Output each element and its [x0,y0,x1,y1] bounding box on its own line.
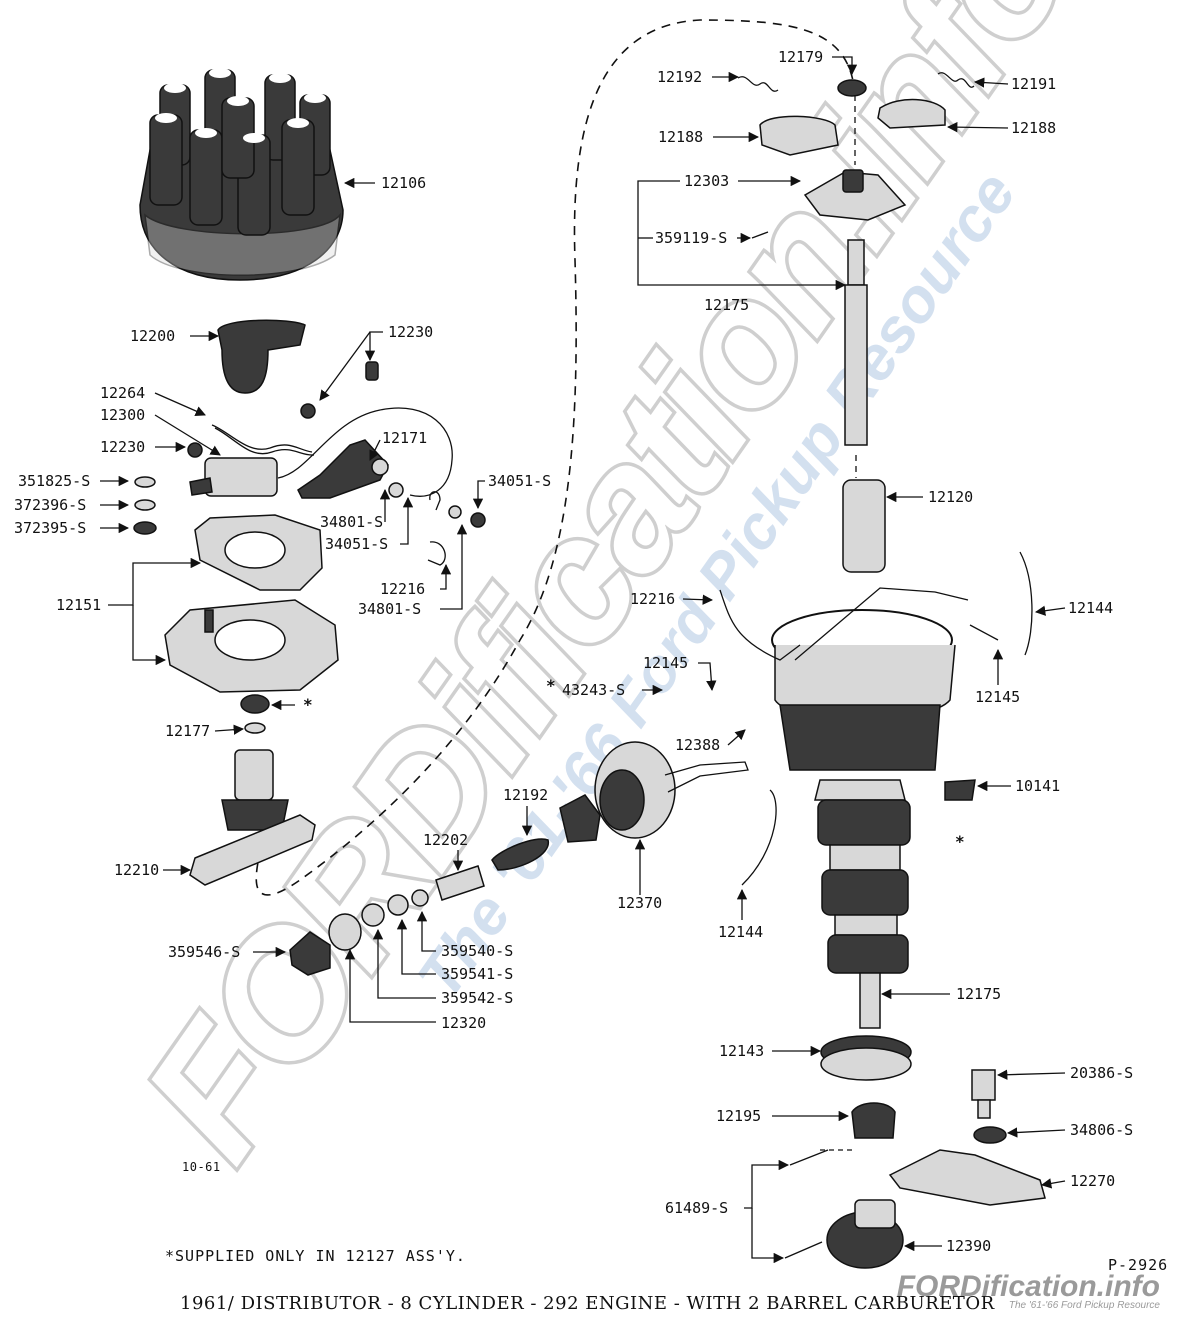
part-label-12177: 12177 [165,722,210,740]
part-label-12171: 12171 [382,429,427,447]
part-label-12188a: 12188 [658,128,703,146]
part-label-359540: 359540-S [441,942,513,960]
part-label-12175a: 12175 [704,296,749,314]
part-label-20386: 20386-S [1070,1064,1133,1082]
part-label-34801b: 34801-S [358,600,421,618]
part-label-359542: 359542-S [441,989,513,1007]
part-label-12179: 12179 [778,48,823,66]
advance-weights-assy [737,72,975,239]
part-label-12195: 12195 [716,1107,761,1125]
part-label-351825: 351825-S [18,472,90,490]
rotor [217,319,306,394]
part-label-12145a: 12145 [643,654,688,672]
part-label-12202: 12202 [423,831,468,849]
part-label-10141: 10141 [1015,777,1060,795]
part-label-359541: 359541-S [441,965,513,983]
part-label-12210: 12210 [114,861,159,879]
date-code: 10-61 [182,1160,221,1174]
part-label-12216a: 12216 [380,580,425,598]
part-label-12300: 12300 [100,406,145,424]
part-label-43243: 43243-S [562,681,625,699]
part-label-12106: 12106 [381,174,426,192]
asterisk-ast-12177: * [303,695,313,714]
part-label-12388: 12388 [675,736,720,754]
vacuum-line-dashed [255,19,856,896]
part-label-12143: 12143 [719,1042,764,1060]
part-label-12188b: 12188 [1011,119,1056,137]
distributor-cap [139,68,344,281]
leader-lines [100,56,1066,1264]
corner-watermark-name: FORDification.info [896,1270,1160,1303]
part-label-12320: 12320 [441,1014,486,1032]
part-label-12175b: 12175 [956,985,1001,1003]
part-number-labels: 12106 12200 12230 12264 12300 12230 12171 35182… [14,48,1133,1255]
part-label-12120: 12120 [928,488,973,506]
corner-watermark-tagline: The '61-'66 Ford Pickup Resource [1008,1300,1160,1311]
part-label-12230b: 12230 [100,438,145,456]
part-label-372396: 372396-S [14,496,86,514]
part-label-359119: 359119-S [655,229,727,247]
part-label-12264: 12264 [100,384,145,402]
part-label-12145b: 12145 [975,688,1020,706]
part-label-12144a: 12144 [1068,599,1113,617]
asterisk-ast-body: * [955,832,965,851]
breaker-plates [164,514,339,693]
plate-number: P-2926 [1108,1256,1169,1274]
shaft-plate-assy [189,694,316,886]
part-label-12151: 12151 [56,596,101,614]
gear-and-clamp [784,1069,1046,1269]
part-label-12144b: 12144 [718,923,763,941]
part-label-34051b: 34051-S [325,535,388,553]
part-label-34806: 34806-S [1070,1121,1133,1139]
asterisk-ast-43243: * [546,676,556,695]
part-label-12200: 12200 [130,327,175,345]
small-hardware-left [133,361,486,566]
part-label-12191: 12191 [1011,75,1056,93]
footnote: *SUPPLIED ONLY IN 12127 ASS'Y. [165,1247,466,1265]
vacuum-advance [289,741,749,976]
part-label-12192a: 12192 [657,68,702,86]
part-label-34801a: 34801-S [320,513,383,531]
distributor-body [719,551,1033,1081]
part-label-12303: 12303 [684,172,729,190]
part-label-12270: 12270 [1070,1172,1115,1190]
asterisk-markers: * * * [303,676,965,851]
part-label-12192b: 12192 [503,786,548,804]
condenser-and-points [189,407,453,499]
part-label-12216b: 12216 [630,590,675,608]
part-label-12370: 12370 [617,894,662,912]
diagram-caption: 1961/ DISTRIBUTOR - 8 CYLINDER - 292 ENG… [180,1293,995,1314]
corner-watermark: FORDification.info The '61-'66 Ford Pick… [897,1270,1160,1311]
part-label-359546: 359546-S [168,943,240,961]
part-label-12230a: 12230 [388,323,433,341]
part-label-34051a: 34051-S [488,472,551,490]
distributor-shafts [842,95,886,573]
part-label-61489: 61489-S [665,1199,728,1217]
part-label-12390: 12390 [946,1237,991,1255]
part-label-372395: 372395-S [14,519,86,537]
